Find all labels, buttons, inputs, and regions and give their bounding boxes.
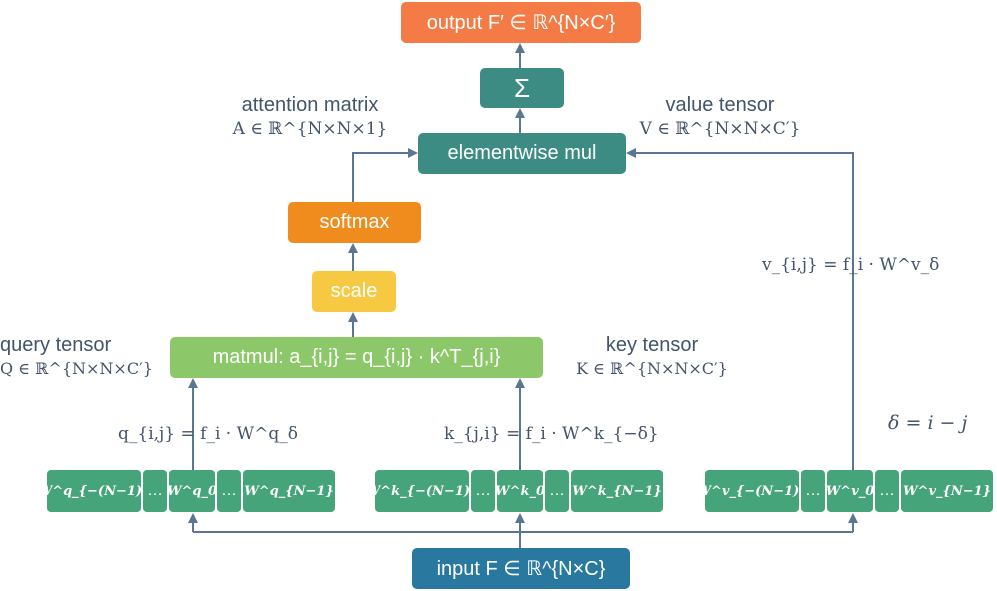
weight-q-dots-left: …	[143, 470, 167, 512]
query-tensor-label: query tensor Q ∈ ℝ^{N×N×C′}	[0, 333, 153, 381]
scale-node: scale	[312, 271, 396, 312]
matmul-node: matmul: a_{i,j} = q_{i,j} · k^T_{j,i}	[170, 337, 543, 378]
weight-v-dots-left: …	[801, 470, 825, 512]
value-tensor-label: value tensor V ∈ ℝ^{N×N×C′}	[630, 93, 810, 141]
softmax-node: softmax	[288, 202, 421, 243]
sum-node: Σ	[480, 68, 564, 108]
weight-q-dots-right: …	[217, 470, 241, 512]
attention-matrix-math: A ∈ ℝ^{N×N×1}	[232, 119, 388, 139]
weight-k-zero: W^k_0	[495, 470, 545, 512]
output-label: output F′ ∈ ℝ^{N×C′}	[426, 12, 616, 34]
weight-q-first: W^q_{−(N−1)}	[38, 470, 150, 512]
weight-v-zero: W^v_0	[826, 470, 874, 512]
attention-matrix-title: attention matrix	[241, 94, 379, 116]
weight-q-zero: W^q_0	[167, 470, 217, 512]
delta-equation: δ = i − j	[888, 412, 968, 434]
matmul-label: matmul: a_{i,j} = q_{i,j} · k^T_{j,i}	[212, 346, 501, 368]
input-label: input F ∈ ℝ^{N×C}	[436, 558, 606, 580]
input-node: input F ∈ ℝ^{N×C}	[412, 548, 630, 589]
key-tensor-label: key tensor K ∈ ℝ^{N×N×C′}	[572, 333, 732, 381]
key-equation: k_{j,i} = f_i · W^k_{−δ}	[444, 424, 659, 444]
attention-matrix-label: attention matrix A ∈ ℝ^{N×N×1}	[210, 93, 410, 141]
sum-symbol: Σ	[513, 72, 531, 103]
key-tensor-math: K ∈ ℝ^{N×N×C′}	[576, 359, 728, 378]
query-tensor-title: query tensor	[0, 334, 112, 356]
output-node: output F′ ∈ ℝ^{N×C′}	[401, 2, 641, 43]
value-equation: v_{i,j} = f_i · W^v_δ	[762, 255, 940, 275]
weight-v-first: W^v_{−(N−1)}	[696, 470, 808, 512]
elementwise-mul-label: elementwise mul	[447, 142, 597, 164]
query-equation: q_{i,j} = f_i · W^q_δ	[118, 424, 298, 444]
elementwise-mul-node: elementwise mul	[418, 133, 626, 174]
scale-label: scale	[330, 280, 378, 302]
weight-k-last: W^k_{N−1}	[571, 470, 663, 512]
weight-v-last: W^v_{N−1}	[901, 470, 993, 512]
softmax-label: softmax	[319, 211, 390, 233]
key-tensor-title: key tensor	[605, 334, 699, 356]
weight-q-last: W^q_{N−1}	[243, 470, 335, 512]
weight-k-first: W^k_{−(N−1)}	[366, 470, 478, 512]
weight-k-dots-right: …	[545, 470, 569, 512]
value-tensor-title: value tensor	[665, 94, 775, 116]
query-tensor-math: Q ∈ ℝ^{N×N×C′}	[0, 359, 153, 378]
value-tensor-math: V ∈ ℝ^{N×N×C′}	[639, 119, 801, 139]
weight-v-dots-right: …	[875, 470, 899, 512]
weight-k-dots-left: …	[471, 470, 495, 512]
